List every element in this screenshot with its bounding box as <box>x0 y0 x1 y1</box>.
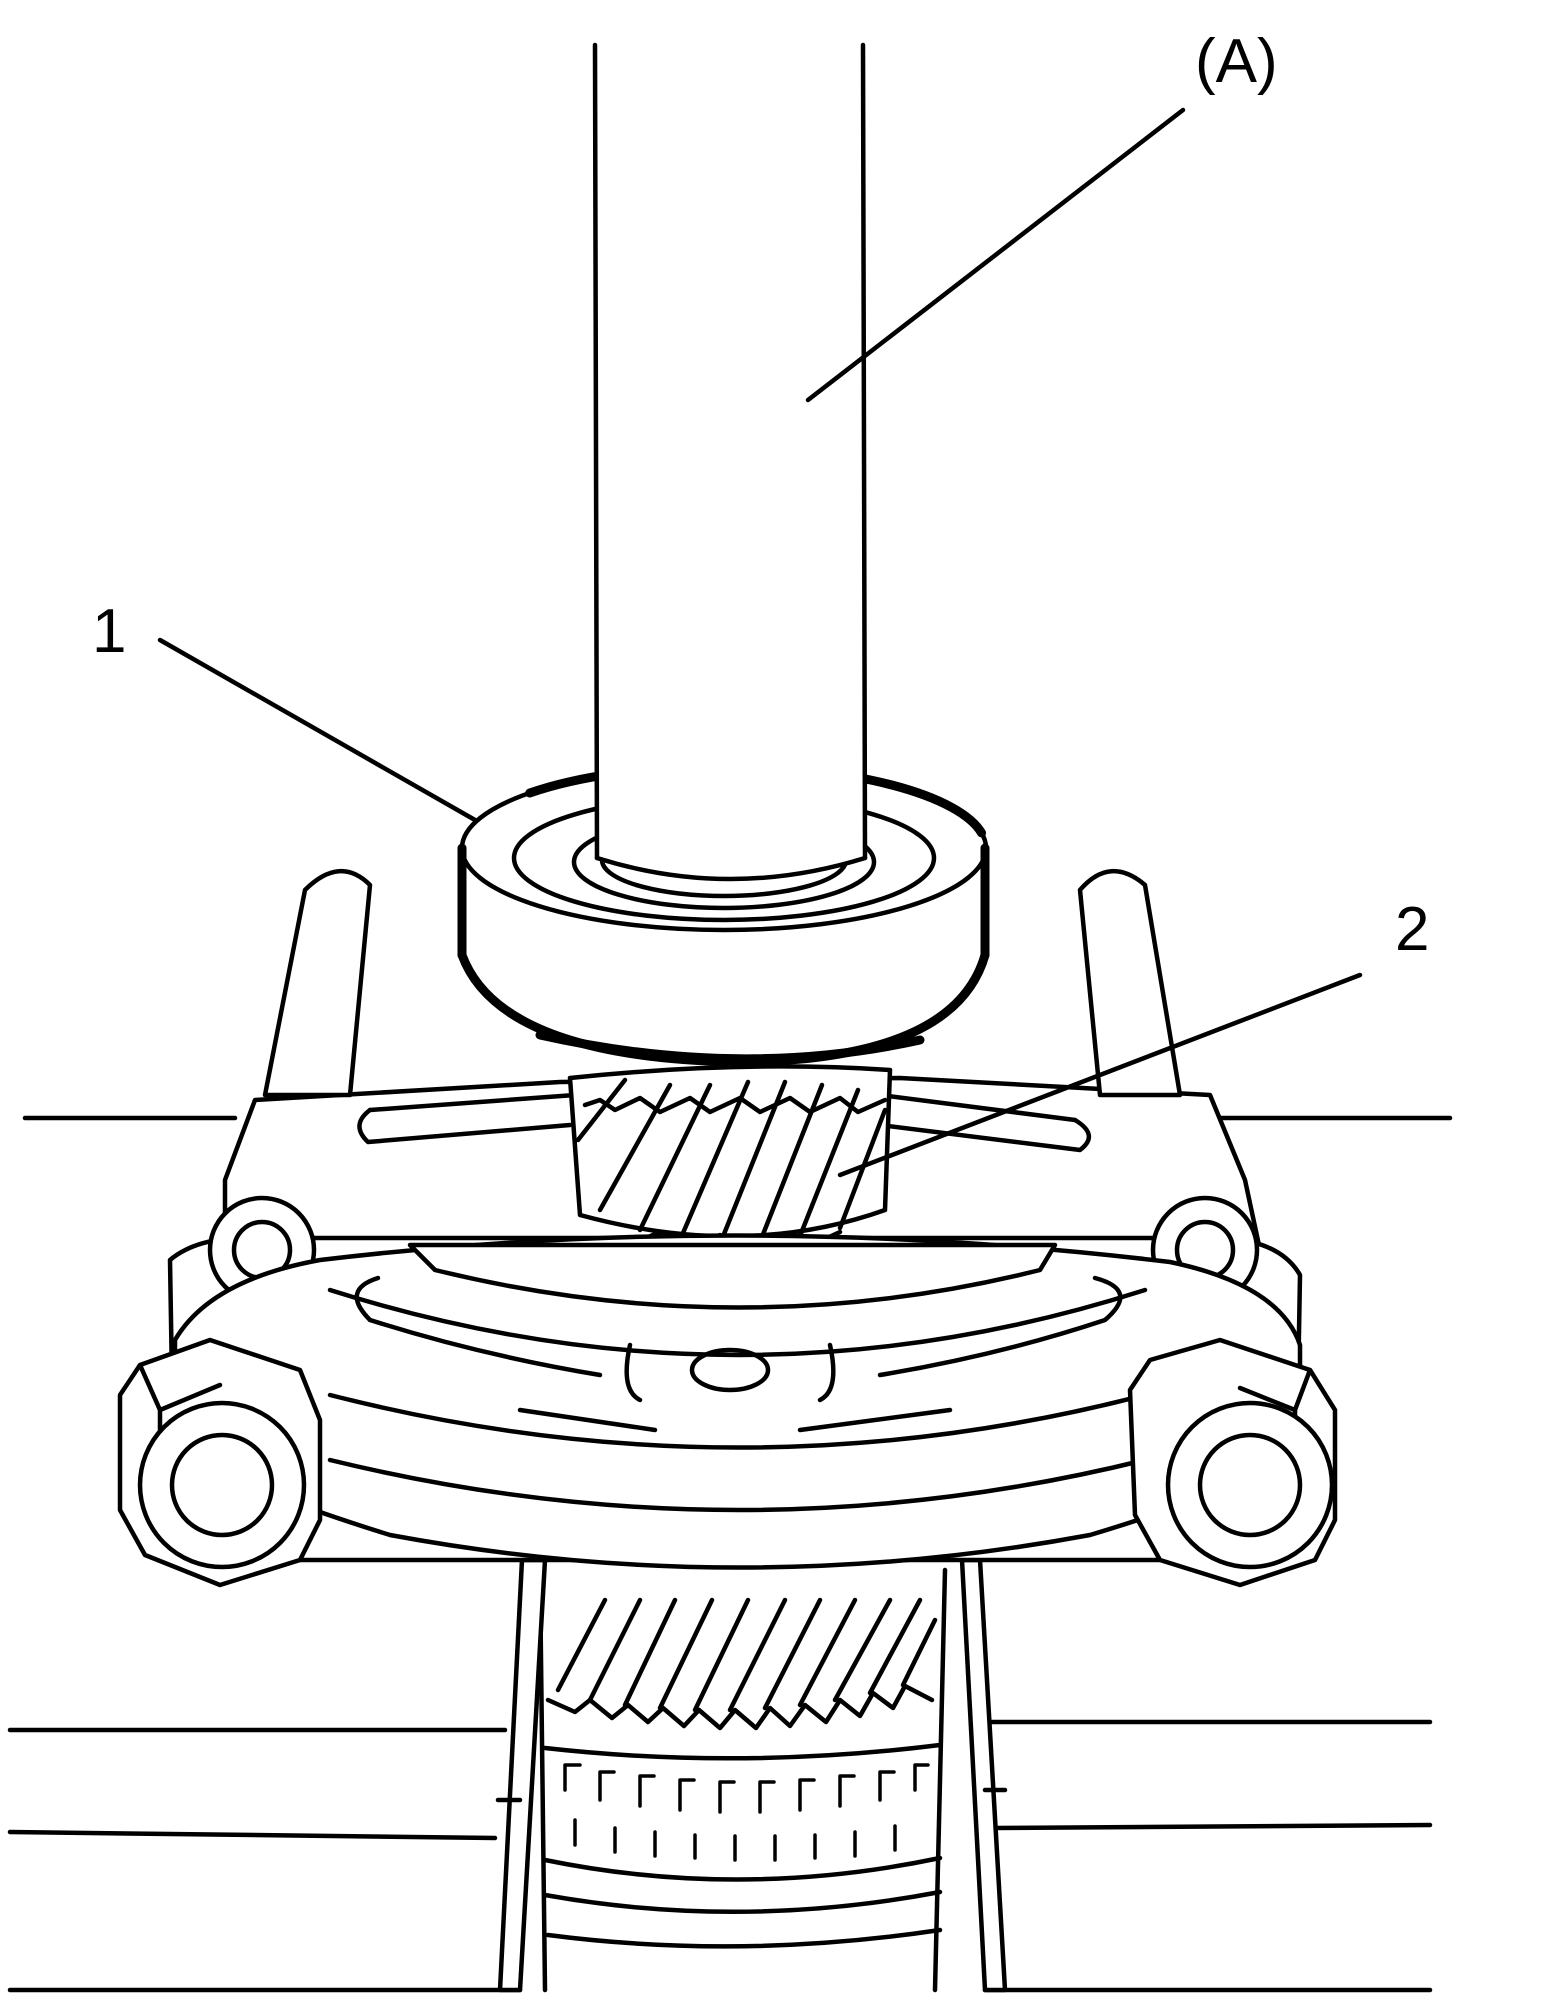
label-part-2: 2 <box>1395 895 1429 964</box>
label-part-1: 1 <box>92 597 126 666</box>
leader-line-a <box>805 107 1186 403</box>
splitter-legs <box>495 1557 1008 1993</box>
label-tool-a: (A) <box>1195 27 1278 96</box>
lower-gear <box>537 1567 948 1993</box>
press-rod <box>592 42 868 883</box>
leader-lines <box>157 107 1363 1178</box>
leader-line-1 <box>157 637 478 823</box>
upper-helical-gear <box>567 1064 893 1253</box>
left-hex-bolt <box>117 1337 323 1588</box>
splitter-press-plate <box>167 1195 1303 1570</box>
base-lines <box>7 1719 1433 1993</box>
right-hex-bolt <box>1127 1337 1338 1588</box>
leader-line-2 <box>837 972 1363 1178</box>
